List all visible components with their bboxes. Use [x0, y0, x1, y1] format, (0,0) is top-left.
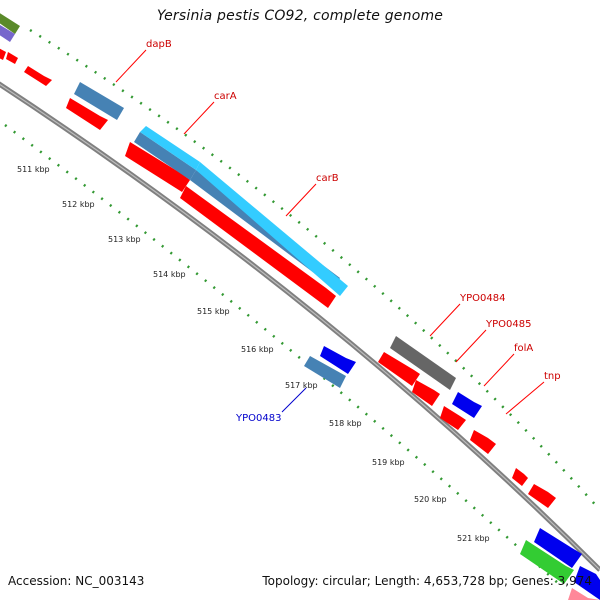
leader-YPO0483 [281, 387, 307, 413]
gene-carB-cyan [196, 162, 348, 296]
accession-text: Accession: NC_003143 [8, 574, 145, 588]
label-carB: carB [316, 173, 339, 184]
kbp-label-518: 518 kbp [329, 419, 362, 428]
gene-YPO0483-navy [320, 346, 356, 374]
gene-carB-red [180, 186, 336, 308]
kbp-label-512: 512 kbp [62, 200, 95, 209]
gene-YPO0483-blue [304, 356, 346, 388]
gene-carA-blue [134, 132, 196, 180]
label-folA: folA [514, 343, 533, 354]
leader-YPO0485 [455, 329, 487, 363]
gene-red-b [440, 406, 466, 430]
partial-gene-red-2 [6, 52, 18, 64]
inner-tick-arc [4, 123, 561, 586]
kbp-label-516: 516 kbp [241, 345, 274, 354]
kbp-label-511: 511 kbp [17, 165, 50, 174]
leader-tnp [505, 381, 545, 415]
partial-gene-red-1 [0, 48, 6, 60]
kbp-label-517: 517 kbp [285, 381, 318, 390]
gene-bottom-blue [534, 528, 582, 568]
gene-dapB-red [66, 98, 108, 130]
gene-bottom-navy-2 [574, 566, 600, 600]
gene-bottom-green [520, 540, 574, 584]
leader-folA [483, 353, 515, 387]
kbp-label-513: 513 kbp [108, 235, 141, 244]
label-carA: carA [214, 91, 237, 102]
leader-carB [285, 183, 317, 217]
kbp-label-520: 520 kbp [414, 495, 447, 504]
gene-red-c [470, 430, 496, 454]
partial-gene-purple [0, 25, 15, 42]
gene-carA-red [125, 142, 190, 192]
gene-YPO0485-red [412, 380, 440, 406]
label-YPO0483: YPO0483 [235, 413, 281, 424]
leader-dapB [115, 49, 147, 83]
kbp-label-521: 521 kbp [457, 534, 490, 543]
kbp-label-514: 514 kbp [153, 270, 186, 279]
gene-folA-blue [452, 392, 482, 418]
label-YPO0485: YPO0485 [485, 319, 531, 330]
label-dapB: dapB [146, 39, 172, 50]
label-YPO0484: YPO0484 [459, 293, 505, 304]
gene-red-small-a [24, 66, 52, 86]
gene-carA-cyan [140, 126, 200, 170]
label-tnp: tnp [544, 371, 561, 382]
gene-dapB-blue [74, 82, 124, 120]
genome-backbone-highlight [0, 83, 600, 571]
gene-YPO0484-gray [390, 336, 456, 390]
outer-tick-arc [29, 28, 600, 511]
kbp-label-515: 515 kbp [197, 307, 230, 316]
partial-gene-green [0, 13, 20, 34]
gene-tnp-red-2 [528, 484, 556, 508]
genome-summary-text: Topology: circular; Length: 4,653,728 bp… [262, 574, 592, 588]
gene-bottom-pink [568, 588, 600, 600]
leader-carA [183, 101, 215, 135]
map-title: Yersinia pestis CO92, complete genome [156, 8, 444, 24]
gene-tnp-red-1 [512, 468, 528, 486]
gene-YPO0484-red [378, 352, 420, 386]
leader-YPO0484 [429, 303, 461, 337]
kbp-label-519: 519 kbp [372, 458, 405, 467]
